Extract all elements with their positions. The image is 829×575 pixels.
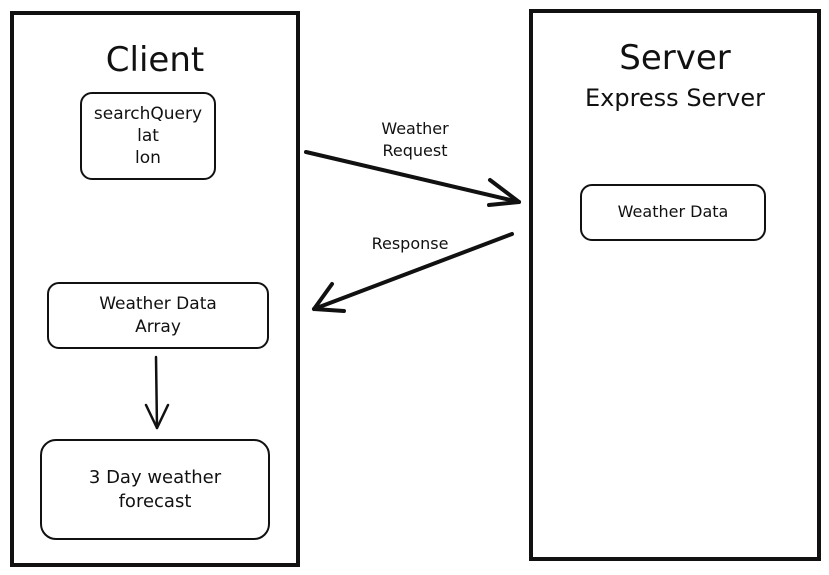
request-arrow xyxy=(304,150,521,207)
server-subtitle: Express Server xyxy=(584,84,766,112)
weather-data-array-line-1: Weather Data xyxy=(99,294,217,315)
server-panel xyxy=(529,9,821,561)
server-weather-data-label: Weather Data xyxy=(617,202,729,222)
server-title: Server xyxy=(619,38,731,78)
forecast-line-2: forecast xyxy=(118,490,192,512)
client-panel xyxy=(10,11,300,567)
search-query-label: searchQuery xyxy=(93,103,203,124)
down-arrow xyxy=(144,355,170,430)
forecast-line-1: 3 Day weather xyxy=(88,467,222,489)
lon-label: lon xyxy=(135,148,161,169)
weather-data-array-box: Weather Data Array xyxy=(47,282,269,349)
search-params-box: searchQuery lat lon xyxy=(80,92,216,180)
response-arrow-label: Response xyxy=(371,234,449,253)
request-label-line-2: Request xyxy=(382,140,448,160)
client-title: Client xyxy=(105,40,205,80)
lat-label: lat xyxy=(137,125,159,146)
server-weather-data-box: Weather Data xyxy=(580,184,766,241)
request-label-line-1: Weather xyxy=(381,119,449,138)
forecast-box: 3 Day weather forecast xyxy=(40,439,270,540)
weather-data-array-line-2: Array xyxy=(135,316,181,337)
response-arrow xyxy=(312,232,514,313)
request-arrow-label: Weather Request xyxy=(360,118,470,161)
